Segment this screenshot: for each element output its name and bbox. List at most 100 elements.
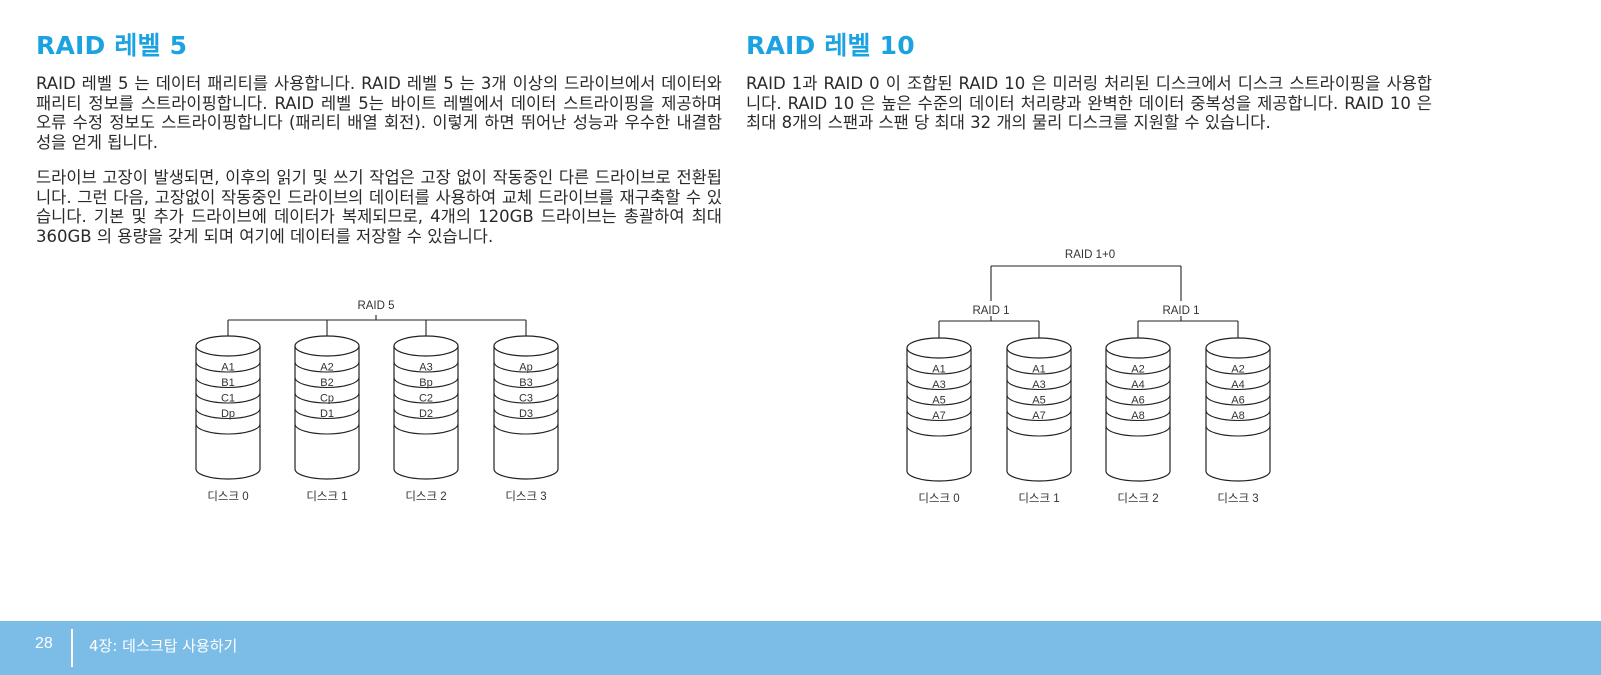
data-block-label: B1 [221,377,234,389]
block-divider [1006,379,1072,391]
disk-cylinder-body [906,348,972,482]
block-divider [1006,363,1072,375]
disk-label: 디스크 2 [405,490,446,503]
data-block-label: A2 [1131,364,1144,376]
chapter-title: 4장: 데스크탑 사용하기 [89,637,238,655]
block-divider [393,361,459,373]
raid5-connector-lines [227,315,527,336]
raid10-root-label: RAID 1+0 [1065,249,1115,261]
data-block-label: Ap [519,362,532,374]
block-divider [393,377,459,389]
block-divider [493,377,559,389]
block-divider [1006,394,1072,406]
data-block-label: D2 [419,408,433,420]
block-divider [294,392,360,404]
disk-cylinder-top [493,335,559,357]
raid10-section: RAID 레벨 10 RAID 1과 RAID 0 이 조합된 RAID 10 … [746,26,1432,149]
data-block-label: A6 [1131,395,1144,407]
data-block-label: A6 [1231,395,1244,407]
disk-cylinder-body [393,346,459,480]
data-block-label: A1 [932,364,945,376]
disk-cylinder-top [1105,337,1171,359]
block-divider [493,423,559,435]
block-divider [906,379,972,391]
data-block-label: A8 [1231,410,1244,422]
block-divider [195,423,261,435]
block-divider [294,377,360,389]
block-divider [906,363,972,375]
raid5-paragraph-1: RAID 레벨 5 는 데이터 패리티를 사용합니다. RAID 레벨 5 는 … [36,74,722,152]
disk-cylinder-top [906,337,972,359]
data-block-label: D1 [320,408,334,420]
block-divider [1205,394,1271,406]
data-block-label: A2 [1231,364,1244,376]
disk-cylinder-top [1205,337,1271,359]
block-divider [1006,425,1072,437]
data-block-label: C3 [519,393,533,405]
block-divider [906,425,972,437]
block-divider [294,361,360,373]
block-divider [294,423,360,435]
data-block-label: A1 [221,362,234,374]
data-block-label: B3 [519,377,532,389]
disk-label: 디스크 0 [207,490,248,503]
data-block-label: A5 [1032,395,1045,407]
disk-cylinder-body [1205,348,1271,482]
block-divider [906,410,972,422]
data-block-label: A5 [932,395,945,407]
block-divider [1006,410,1072,422]
block-divider [1105,379,1171,391]
block-divider [493,408,559,420]
data-block-label: A4 [1131,379,1144,391]
block-divider [195,408,261,420]
data-block-label: A2 [320,362,333,374]
raid10-title: RAID 레벨 10 [746,31,915,60]
disk-cylinder-top [195,335,261,357]
raid10-group-label-1: RAID 1 [1162,305,1199,317]
disk-cylinder-top [1006,337,1072,359]
raid5-section: RAID 레벨 5 RAID 레벨 5 는 데이터 패리티를 사용합니다. RA… [36,26,722,262]
data-block-label: Bp [419,377,432,389]
block-divider [1105,425,1171,437]
block-divider [1205,379,1271,391]
footer-divider [71,629,73,667]
data-block-label: A3 [1032,379,1045,391]
block-divider [195,361,261,373]
block-divider [1205,363,1271,375]
block-divider [393,423,459,435]
data-block-label: Cp [320,393,334,405]
disk-cylinder-top [393,335,459,357]
block-divider [294,408,360,420]
data-block-label: D3 [519,408,533,420]
data-block-label: A3 [932,379,945,391]
block-divider [393,392,459,404]
disk-label: 디스크 1 [306,490,347,503]
page-number: 28 [35,635,53,652]
block-divider [393,408,459,420]
disk-cylinder-body [493,346,559,480]
data-block-label: C1 [221,393,235,405]
disk-cylinder-body [1006,348,1072,482]
data-block-label: A4 [1231,379,1244,391]
disk-label: 디스크 3 [1217,492,1258,505]
raid5-title: RAID 레벨 5 [36,31,188,60]
disk-cylinder-body [1105,348,1171,482]
raid10-paragraph-1: RAID 1과 RAID 0 이 조합된 RAID 10 은 미러링 처리된 디… [746,74,1432,132]
data-block-label: C2 [419,393,433,405]
block-divider [1105,394,1171,406]
raid10-connector-lines [938,265,1239,338]
block-divider [493,392,559,404]
disk-cylinder-body [195,346,261,480]
data-block-label: A1 [1032,364,1045,376]
data-block-label: B2 [320,377,333,389]
block-divider [195,377,261,389]
block-divider [1105,363,1171,375]
